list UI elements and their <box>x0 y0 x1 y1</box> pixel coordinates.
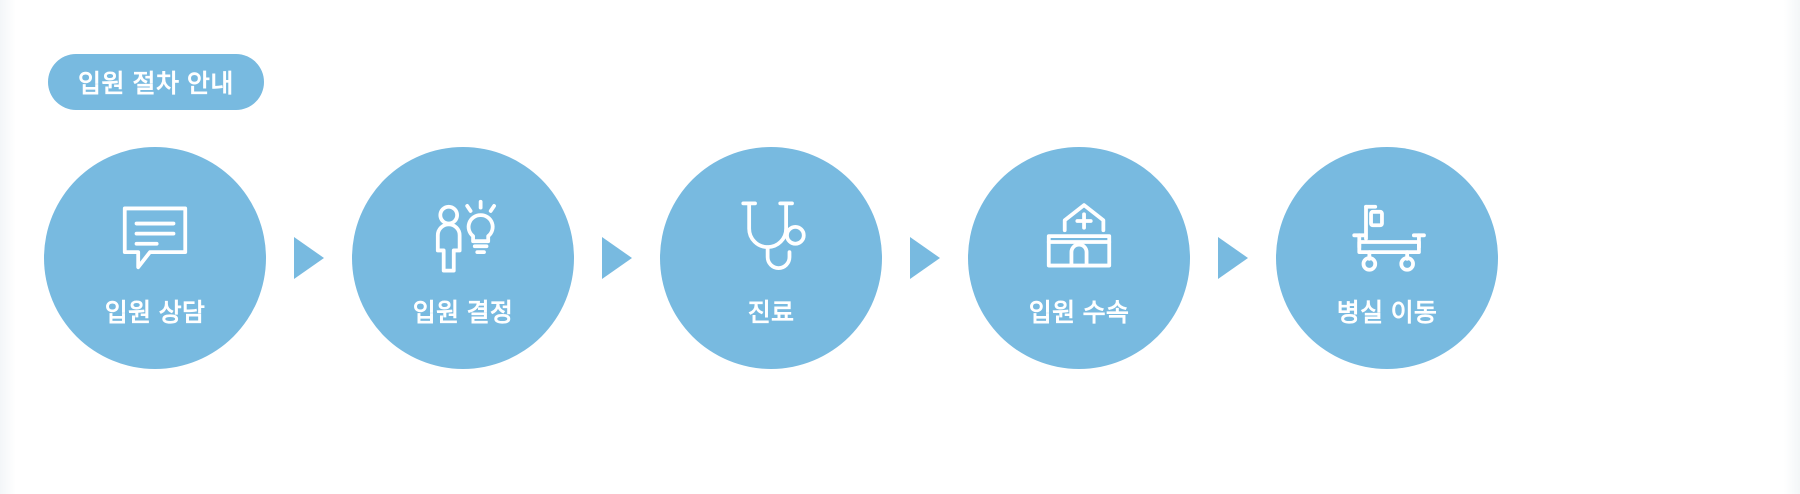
speech-bubble-icon <box>113 195 197 279</box>
process-step-5-label: 병실 이동 <box>1336 299 1438 327</box>
hospital-building-icon <box>1037 195 1121 279</box>
arrow-right-icon-3 <box>882 147 968 369</box>
process-step-4[interactable]: 입원 수속 <box>968 147 1190 369</box>
arrow-right-icon-2 <box>574 147 660 369</box>
process-step-5[interactable]: 병실 이동 <box>1276 147 1498 369</box>
hospital-bed-icon <box>1345 195 1429 279</box>
arrow-right-icon-4 <box>1190 147 1276 369</box>
process-flow: 입원 상담 <box>44 138 1764 378</box>
section-badge-label: 입원 절차 안내 <box>78 70 234 98</box>
stethoscope-icon <box>729 195 813 279</box>
process-step-1-label: 입원 상담 <box>104 299 206 327</box>
section-badge: 입원 절차 안내 <box>48 54 264 110</box>
process-step-1[interactable]: 입원 상담 <box>44 147 266 369</box>
process-step-4-label: 입원 수속 <box>1028 299 1130 327</box>
arrow-right-icon-1 <box>266 147 352 369</box>
process-step-2-label: 입원 결정 <box>412 299 514 327</box>
process-step-3-label: 진료 <box>747 299 795 327</box>
process-step-3[interactable]: 진료 <box>660 147 882 369</box>
person-lightbulb-icon <box>421 195 505 279</box>
process-step-2[interactable]: 입원 결정 <box>352 147 574 369</box>
